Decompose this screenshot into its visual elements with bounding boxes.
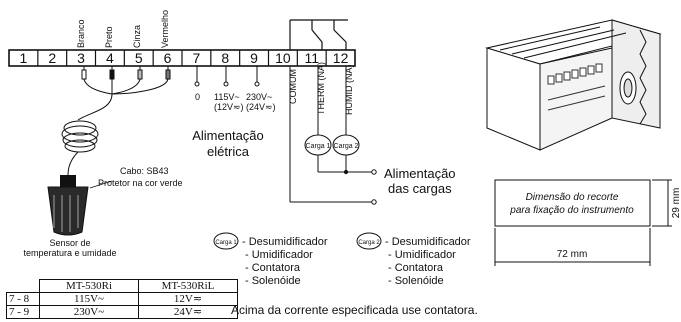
model-table: MT-530Ri MT-530RiL 7 - 8 115V~ 12V≂ 7 - …: [6, 279, 238, 319]
terminal-1: 1: [20, 50, 28, 66]
row-terminals: 7 - 9: [6, 305, 40, 319]
cutout-height: 29 mm: [671, 188, 681, 219]
svg-text:- Desumidificador: - Desumidificador: [242, 236, 328, 248]
svg-text:- Solenóide: - Solenóide: [245, 275, 301, 287]
terminal-5: 5: [135, 50, 143, 66]
load-supply-terminal-b: [371, 199, 377, 205]
cable-label: Cabo: SB43: [120, 166, 169, 176]
terminal-10: 10: [275, 50, 291, 66]
sensor-cable: [61, 78, 169, 176]
svg-text:- Contatora: - Contatora: [388, 262, 444, 274]
load-wiring: [289, 66, 372, 203]
terminal-6: 6: [164, 50, 172, 66]
sensor-description: temperatura e umidade: [23, 248, 116, 258]
terminal-4: 4: [106, 50, 114, 66]
wire-color-labels: Branco Preto Cinza Vermelho: [76, 10, 170, 48]
cutout-dimension: Dimensão do recorte para fixação do inst…: [494, 179, 681, 266]
model-header-ri: MT-530Ri: [39, 279, 139, 293]
vertical-label-comum: COMUM: [288, 69, 298, 104]
power-supply-title: Alimentação: [192, 128, 264, 143]
sensor-label: Sensor de: [49, 238, 90, 248]
row-ri-value: 230V~: [39, 305, 139, 319]
row-ril-value: 12V≂: [138, 292, 238, 306]
svg-text:- Umidificador: - Umidificador: [245, 249, 313, 261]
load-badge-2: Carga 2: [332, 134, 360, 156]
legend-load-1: Carga 1 - Desumidificador - Umidificador…: [213, 232, 328, 287]
supply-label-12: (12V≂): [214, 102, 244, 112]
load-supply-title: Alimentação: [384, 166, 456, 181]
table-row: 7 - 9 230V~ 24V≂: [6, 305, 238, 319]
power-supply-subtitle: elétrica: [207, 144, 250, 159]
instrument-drawing: [485, 19, 662, 151]
supply-label-0: 0: [195, 92, 200, 102]
wire-label-cinza: Cinza: [132, 25, 142, 48]
load-supply-terminal-a: [371, 169, 377, 175]
terminal-2: 2: [48, 50, 56, 66]
cutout-line-1: Dimensão do recorte: [526, 192, 619, 203]
row-terminals: 7 - 8: [6, 292, 40, 306]
model-header-ril: MT-530RiL: [138, 279, 238, 293]
load-supply-subtitle: das cargas: [388, 181, 452, 196]
supply-label-230: 230V~: [246, 92, 272, 102]
svg-text:Carga 2: Carga 2: [334, 143, 359, 150]
cable-pointer: [89, 180, 113, 189]
terminal-7: 7: [193, 50, 201, 66]
cutout-line-2: para fixação do instrumento: [509, 205, 634, 216]
model-table-corner: [6, 279, 40, 293]
terminal-3: 3: [77, 50, 85, 66]
svg-text:- Contatora: - Contatora: [245, 262, 301, 274]
svg-text:- Solenóide: - Solenóide: [388, 275, 444, 287]
svg-text:- Desumidificador: - Desumidificador: [385, 236, 471, 248]
legend-load-2: Carga 2 - Desumidificador - Umidificador…: [356, 232, 471, 287]
terminal-11: 11: [304, 50, 319, 66]
svg-text:Carga 1: Carga 1: [306, 143, 331, 150]
sensor-connectors: [81, 66, 171, 80]
cable-shield-label: Protetor na cor verde: [98, 178, 183, 188]
vertical-label-humid: HUMID (NA): [344, 65, 354, 116]
table-row: 7 - 8 115V~ 12V≂: [6, 292, 238, 306]
supply-label-24: (24V≂): [246, 102, 276, 112]
wire-label-vermelho: Vermelho: [160, 10, 170, 48]
svg-text:- Umidificador: - Umidificador: [388, 249, 456, 261]
terminal-8: 8: [221, 50, 229, 66]
supply-label-115: 115V~: [214, 92, 240, 102]
sensor-probe: [47, 175, 89, 236]
wire-label-preto: Preto: [104, 26, 114, 48]
svg-text:Carga 2: Carga 2: [358, 240, 380, 246]
wire-label-branco: Branco: [76, 19, 86, 48]
svg-text:Carga 1: Carga 1: [215, 240, 237, 246]
row-ri-value: 115V~: [39, 292, 139, 306]
terminal-12: 12: [333, 50, 349, 66]
power-leads: [194, 66, 260, 87]
terminal-9: 9: [250, 50, 258, 66]
footer-note: Acima da corrente especificada use conta…: [231, 303, 478, 317]
cutout-width: 72 mm: [557, 249, 588, 260]
vertical-label-therm: THERM (NA): [316, 62, 326, 115]
relay-contacts: [289, 19, 348, 50]
load-badge-1: Carga 1: [304, 134, 332, 156]
row-ril-value: 24V≂: [138, 305, 238, 319]
